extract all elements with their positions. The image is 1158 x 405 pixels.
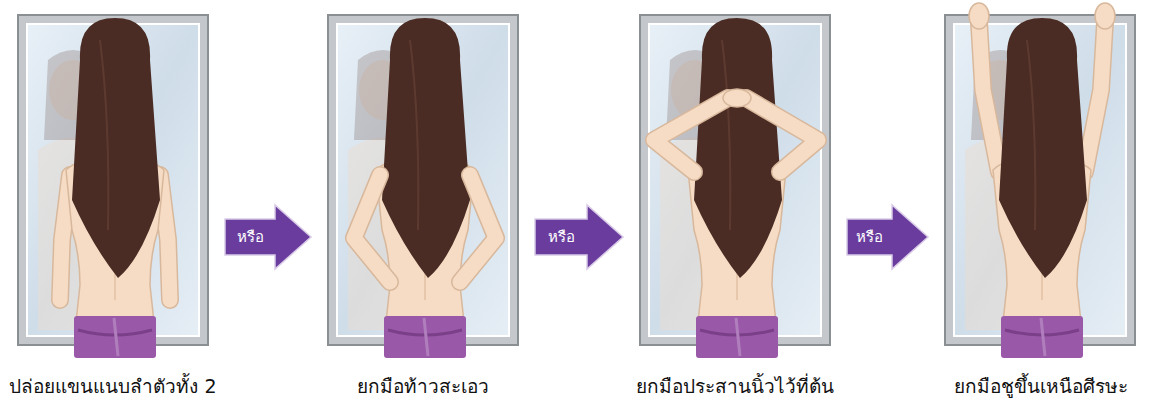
arrow-label: หรือ [237,230,264,245]
block-arrow [225,205,311,269]
block-arrow [847,205,928,269]
pose-caption: ปล่อยแขนแนบลำตัวทั้ง 2 [7,375,218,405]
block-arrow [535,205,623,269]
pose-caption: ยกมือประสานนิ้วไว้ที่ต้น [634,375,836,405]
arrow-label: หรือ [548,230,575,245]
pose-caption: ยกมือท้าวสะเอว [355,375,491,405]
exam-pose-panel: ปล่อยแขนแนบลำตัวทั้ง 2 [3,0,223,405]
arrow-label: หรือ [856,230,883,245]
exam-pose-panel: ยกมือประสานนิ้วไว้ที่ต้น [625,0,845,405]
exam-pose-panel: ยกมือท้าวสะเอว [313,0,533,405]
pose-caption: ยกมือชูขึ้นเหนือศีรษะ [952,375,1130,405]
exam-pose-panel: ยกมือชูขึ้นเหนือศีรษะ [930,0,1152,405]
